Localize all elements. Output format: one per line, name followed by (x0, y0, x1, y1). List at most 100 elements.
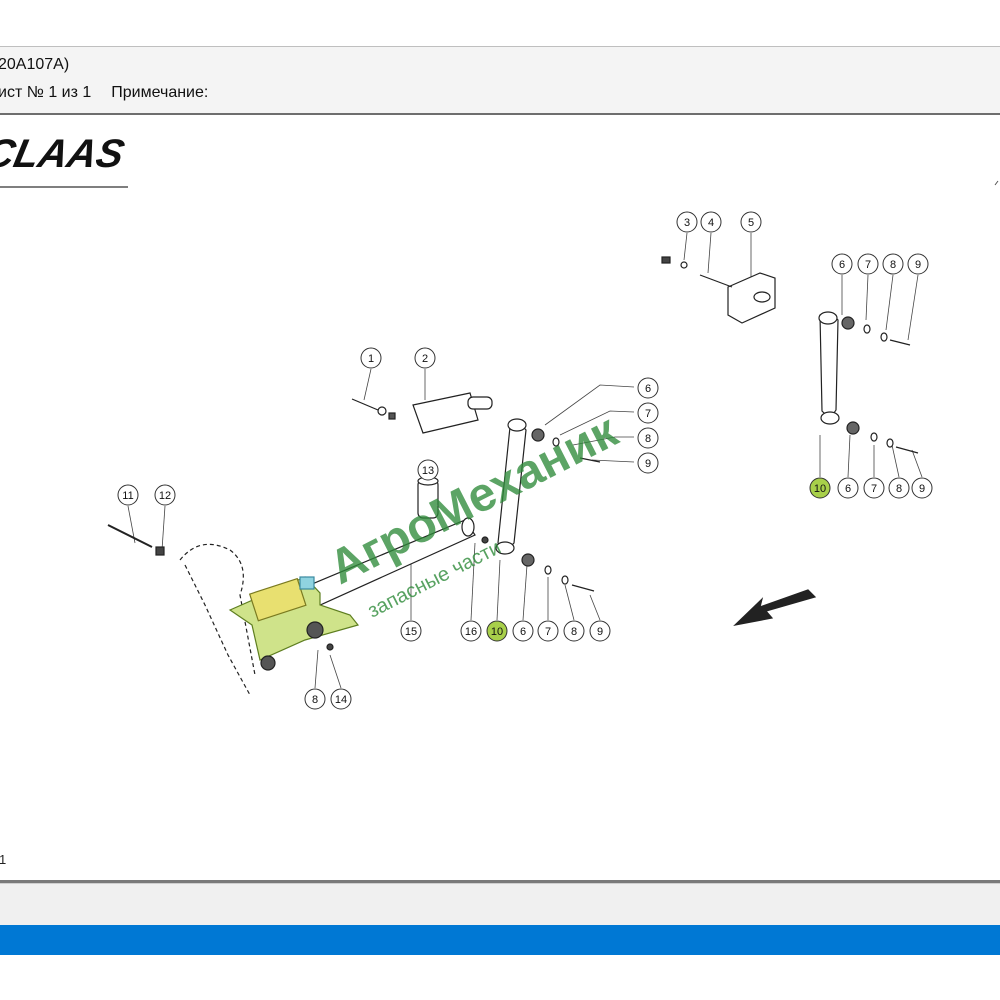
part-callout-p12[interactable]: 12 (154, 484, 176, 506)
part-callout-circle (857, 253, 879, 275)
part-callout-p8c[interactable]: 8 (888, 477, 910, 499)
part-callout-circle (911, 477, 933, 499)
part-callout-p9b[interactable]: 9 (637, 452, 659, 474)
part-callout-circle (637, 427, 659, 449)
part-callout-p9a[interactable]: 9 (907, 253, 929, 275)
part-callout-number: 4 (708, 217, 714, 229)
part-callout-circle (831, 253, 853, 275)
part-callout-circle (330, 688, 352, 710)
part-callout-number: 9 (919, 483, 925, 495)
part-callout-circle (360, 347, 382, 369)
part-callout-circle (400, 620, 422, 642)
part-callout-p8a[interactable]: 8 (882, 253, 904, 275)
part-callout-number: 12 (159, 490, 171, 502)
claas-logo: CLAAS (0, 130, 999, 188)
part-callout-circle (304, 688, 326, 710)
note-label: Примечание: (111, 84, 209, 101)
part-callout-number: 11 (122, 490, 133, 502)
part-callout-circle (117, 484, 139, 506)
part-callout-number: 8 (312, 694, 318, 706)
part-callout-p9c[interactable]: 9 (911, 477, 933, 499)
part-callout-circle (700, 211, 722, 233)
part-callout-number: 6 (520, 626, 526, 638)
part-callout-p14[interactable]: 14 (330, 688, 352, 710)
part-callout-number: 5 (748, 217, 754, 229)
part-callout-number: 6 (839, 259, 845, 271)
part-callout-p4[interactable]: 4 (700, 211, 722, 233)
part-callout-p16[interactable]: 16 (460, 620, 482, 642)
part-callout-p10a[interactable]: 10 (809, 477, 831, 499)
sheet-number: 1 (0, 852, 7, 867)
part-callout-number: 9 (597, 626, 603, 638)
part-callout-p11[interactable]: 11 (117, 484, 139, 506)
sheet-info-row: ист № 1 из 1 Примечание: (0, 84, 208, 102)
document-title: 20A107A) (0, 56, 70, 73)
window-top-border (0, 46, 1000, 47)
part-callout-p6c[interactable]: 6 (837, 477, 859, 499)
part-callout-number: 16 (465, 626, 477, 638)
part-callout-p8d[interactable]: 8 (563, 620, 585, 642)
part-callout-circle (907, 253, 929, 275)
part-callout-number: 6 (845, 483, 851, 495)
agromekhanik-watermark: АгроМеханик запасные части (321, 404, 627, 622)
part-callout-p1[interactable]: 1 (360, 347, 382, 369)
part-callout-circle (154, 484, 176, 506)
part-callout-p5[interactable]: 5 (740, 211, 762, 233)
part-callout-p6a[interactable]: 6 (831, 253, 853, 275)
part-callout-circle (809, 477, 831, 499)
part-callout-p8b[interactable]: 8 (637, 427, 659, 449)
sheet-info: ист № 1 из 1 (0, 84, 92, 101)
part-callout-number: 8 (571, 626, 577, 638)
part-callout-number: 2 (422, 353, 428, 365)
part-callout-circle (637, 452, 659, 474)
part-callout-number: 8 (645, 433, 651, 445)
part-callout-circle (740, 211, 762, 233)
part-callout-number: 9 (645, 458, 651, 470)
part-callout-p7d[interactable]: 7 (537, 620, 559, 642)
leader-lines (127, 232, 923, 689)
part-callout-p3[interactable]: 3 (676, 211, 698, 233)
part-callout-number: 7 (865, 259, 871, 271)
viewer-bottom-border (0, 880, 1000, 883)
part-callout-p8e[interactable]: 8 (304, 688, 326, 710)
part-callout-circle (888, 477, 910, 499)
part-callout-number: 15 (405, 626, 417, 638)
part-callout-number: 7 (871, 483, 877, 495)
claas-logo-text: CLAAS (0, 130, 128, 175)
part-callout-circle (637, 402, 659, 424)
part-callout-number: 6 (645, 383, 651, 395)
part-callout-circle (863, 477, 885, 499)
part-callout-number: 3 (684, 217, 690, 229)
part-callout-circle (589, 620, 611, 642)
part-callout-circle (676, 211, 698, 233)
part-callout-circle (417, 459, 439, 481)
part-callout-number: 8 (896, 483, 902, 495)
part-callout-number: 14 (335, 694, 347, 706)
parts-drawing-viewer[interactable]: CLAAS (0, 115, 1000, 880)
part-callout-circle (512, 620, 534, 642)
part-callout-p15[interactable]: 15 (400, 620, 422, 642)
status-bar (0, 925, 1000, 955)
part-callout-p13[interactable]: 13 (417, 459, 439, 481)
part-callout-number: 9 (915, 259, 921, 271)
part-callout-p7c[interactable]: 7 (863, 477, 885, 499)
part-callout-number: 10 (814, 483, 826, 495)
part-callout-p2[interactable]: 2 (414, 347, 436, 369)
part-callout-p6b[interactable]: 6 (637, 377, 659, 399)
header-separator (0, 113, 1000, 115)
part-callout-p10b[interactable]: 10 (486, 620, 508, 642)
part-callout-p7b[interactable]: 7 (637, 402, 659, 424)
part-callout-p6d[interactable]: 6 (512, 620, 534, 642)
part-callout-number: 1 (368, 353, 374, 365)
footer-area (0, 955, 1000, 1000)
part-callout-number: 10 (491, 626, 503, 638)
part-callout-p7a[interactable]: 7 (857, 253, 879, 275)
part-callout-circle (414, 347, 436, 369)
mechanism (107, 256, 919, 696)
part-callout-circle (537, 620, 559, 642)
part-callout-p9d[interactable]: 9 (589, 620, 611, 642)
part-callout-number: 13 (422, 465, 434, 477)
part-callout-number: 7 (645, 408, 651, 420)
parts-drawing[interactable]: CLAAS (0, 115, 1000, 880)
